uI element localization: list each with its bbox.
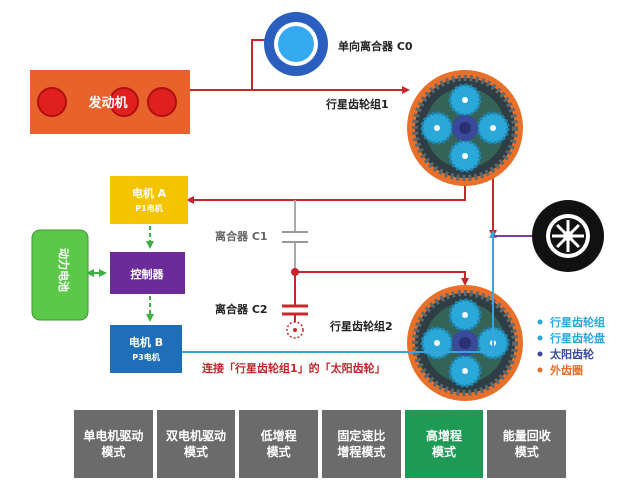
legend-item: 太阳齿轮 [549,347,594,361]
junction-dot [291,268,299,276]
controller-label: 控制器 [131,267,165,281]
planetary-gear-2 [407,285,523,401]
legend-item: 行星齿轮组 [549,315,605,329]
controller: 控制器 [110,252,185,294]
mode-tabs: 单电机驱动 模式双电机驱动 模式低增程 模式固定速比 增程模式高增程 模式能量回… [74,410,567,478]
cylinder-icon [37,87,67,117]
legend-bullet [537,319,543,325]
motor-b-sub-label: P3电机 [132,352,159,362]
planetary-1-label: 行星齿轮组1 [325,97,389,111]
motor-a-sub-label: P1电机 [135,203,162,213]
clutch-c1-label: 离合器 C1 [215,229,268,243]
motor-b-label: 电机 B [129,335,163,349]
battery-label: 动力电池 [57,248,71,292]
clutch-c1: 离合器 C1 [215,229,308,243]
engine-label: 发动机 [87,95,127,111]
to-pg2-line [295,271,469,286]
mode-tab[interactable]: 双电机驱动 模式 [156,410,236,478]
clutch-c0-label: 单向离合器 C0 [338,39,413,53]
clutch-c2-label: 离合器 C2 [215,302,268,316]
mode-tab[interactable]: 低增程 模式 [239,410,319,478]
planetary-2-label: 行星齿轮组2 [329,319,393,333]
legend-bullet [537,367,543,373]
legend-item: 外齿圈 [549,363,583,377]
connection-note: 连接「行星齿轮组1」的「太阳齿轮」 [202,361,386,375]
cylinder-icon [109,87,139,117]
mode-tab[interactable]: 单电机驱动 模式 [74,410,153,478]
engine: 发动机 [30,70,190,134]
planetary-gear-1 [407,70,523,186]
cylinder-icon [147,87,177,117]
legend-bullet [537,351,543,357]
motor-b: 电机 B P3电机 [110,325,182,373]
motor-a-label: 电机 A [132,186,167,200]
clutch-c0: 单向离合器 C0 [264,12,413,76]
clutch-c2: 离合器 C2 [215,302,308,339]
legend-item: 行星齿轮盘 [549,331,605,345]
motor-a: 电机 A P1电机 [110,176,188,224]
wheel-icon [532,200,604,272]
mode-tab[interactable]: 能量回收 模式 [487,410,567,478]
mode-tab[interactable]: 高增程 模式 [404,410,484,478]
battery: 动力电池 [31,229,89,321]
mode-tab[interactable]: 固定速比 增程模式 [322,410,401,478]
control-lines [86,226,154,322]
legend-bullet [537,335,543,341]
